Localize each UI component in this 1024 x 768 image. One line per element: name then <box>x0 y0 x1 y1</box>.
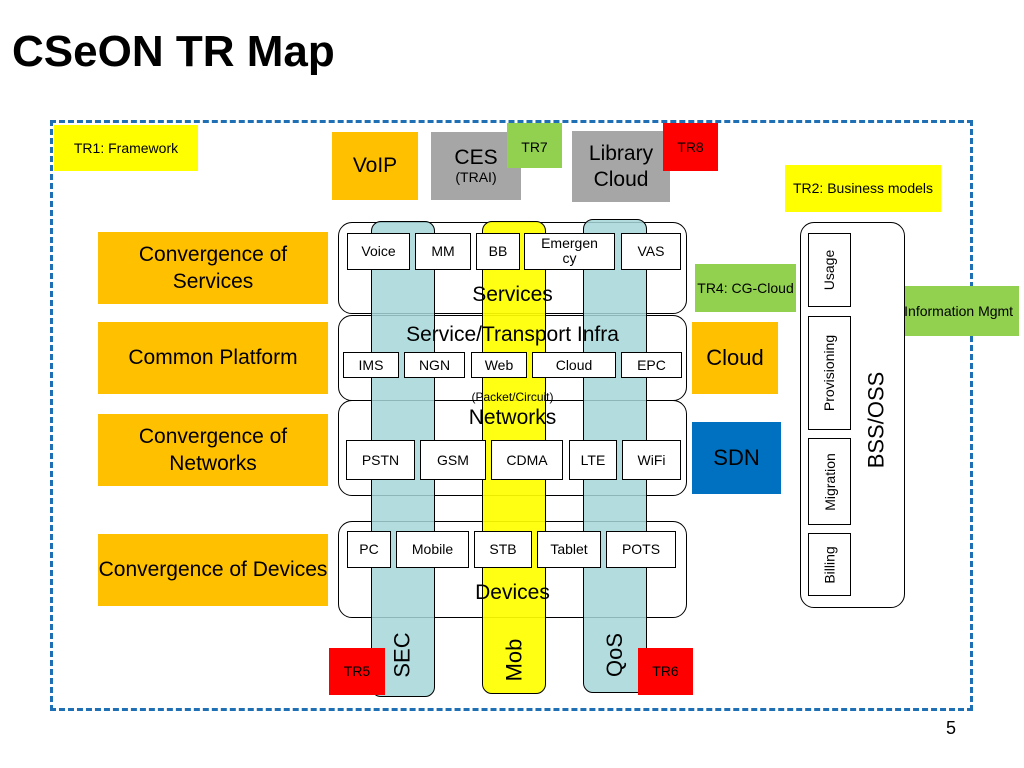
bss-migration-label: Migration <box>821 452 838 511</box>
bss-oss-label: BSS/OSS <box>863 371 888 469</box>
infra-epc: EPC <box>621 352 682 378</box>
convergence-of-networks: Convergence of Networks <box>98 414 328 486</box>
networks-layer-label: Networks <box>468 406 557 429</box>
diagram-frame <box>50 120 973 711</box>
ces-label: CES <box>454 146 498 170</box>
tag-tr7: TR7 <box>507 123 562 168</box>
network-pstn: PSTN <box>346 440 415 480</box>
tag-tr1: TR1: Framework <box>54 125 198 171</box>
device-pc: PC <box>347 531 391 568</box>
tag-tr2: TR2: Business models <box>785 165 941 212</box>
bss-usage: Usage <box>808 233 851 307</box>
device-stb: STB <box>474 531 532 568</box>
service-emergency: Emergen cy <box>524 233 615 270</box>
device-tablet: Tablet <box>537 531 601 568</box>
device-pots: POTS <box>606 531 676 568</box>
tag-tr6: TR6 <box>638 648 693 695</box>
mob-label-wrap: Mob <box>474 639 554 682</box>
qos-label: QoS <box>602 632 627 678</box>
infra-ngn: NGN <box>404 352 465 378</box>
network-gsm: GSM <box>420 440 486 480</box>
sdn-box: SDN <box>692 422 781 494</box>
networks-note: (Packet/Circuit) <box>471 390 554 404</box>
bss-billing-label: Billing <box>821 545 838 584</box>
library-cloud-box: Library Cloud <box>572 131 670 202</box>
devices-layer-label: Devices <box>475 581 550 604</box>
tag-tr8: TR8 <box>663 123 718 171</box>
convergence-of-services: Convergence of Services <box>98 232 328 304</box>
convergence-of-devices: Convergence of Devices <box>98 534 328 606</box>
service-vas: VAS <box>621 233 681 270</box>
network-wifi: WiFi <box>622 440 681 480</box>
ces-box: CES (TRAI) <box>431 132 521 200</box>
common-platform: Common Platform <box>98 322 328 394</box>
mob-label: Mob <box>500 638 526 682</box>
sec-label: SEC <box>390 632 415 678</box>
tag-tr4: TR4: CG-Cloud <box>695 264 796 312</box>
cloud-box: Cloud <box>692 322 778 394</box>
bss-billing: Billing <box>808 533 851 596</box>
services-layer-label: Services <box>472 283 553 306</box>
voip-box: VoIP <box>332 132 418 200</box>
tag-tr5: TR5 <box>329 648 385 695</box>
bss-provisioning-label: Provisioning <box>821 334 838 412</box>
infra-layer-label: Service/Transport Infra <box>406 323 619 346</box>
bss-label-wrap: BSS/OSS <box>816 372 936 469</box>
infra-web: Web <box>471 352 527 378</box>
network-lte: LTE <box>569 440 617 480</box>
network-cdma: CDMA <box>491 440 563 480</box>
page-number: 5 <box>946 718 957 738</box>
bss-provisioning: Provisioning <box>808 316 851 430</box>
device-mobile: Mobile <box>396 531 469 568</box>
service-voice: Voice <box>347 233 410 270</box>
page-title: CSeON TR Map <box>12 27 335 76</box>
service-mm: MM <box>415 233 471 270</box>
bss-migration: Migration <box>808 438 851 525</box>
infra-ims: IMS <box>343 352 399 378</box>
bss-usage-label: Usage <box>821 249 838 291</box>
infra-cloud: Cloud <box>532 352 616 378</box>
service-bb: BB <box>476 233 520 270</box>
ces-sublabel: (TRAI) <box>455 169 497 186</box>
